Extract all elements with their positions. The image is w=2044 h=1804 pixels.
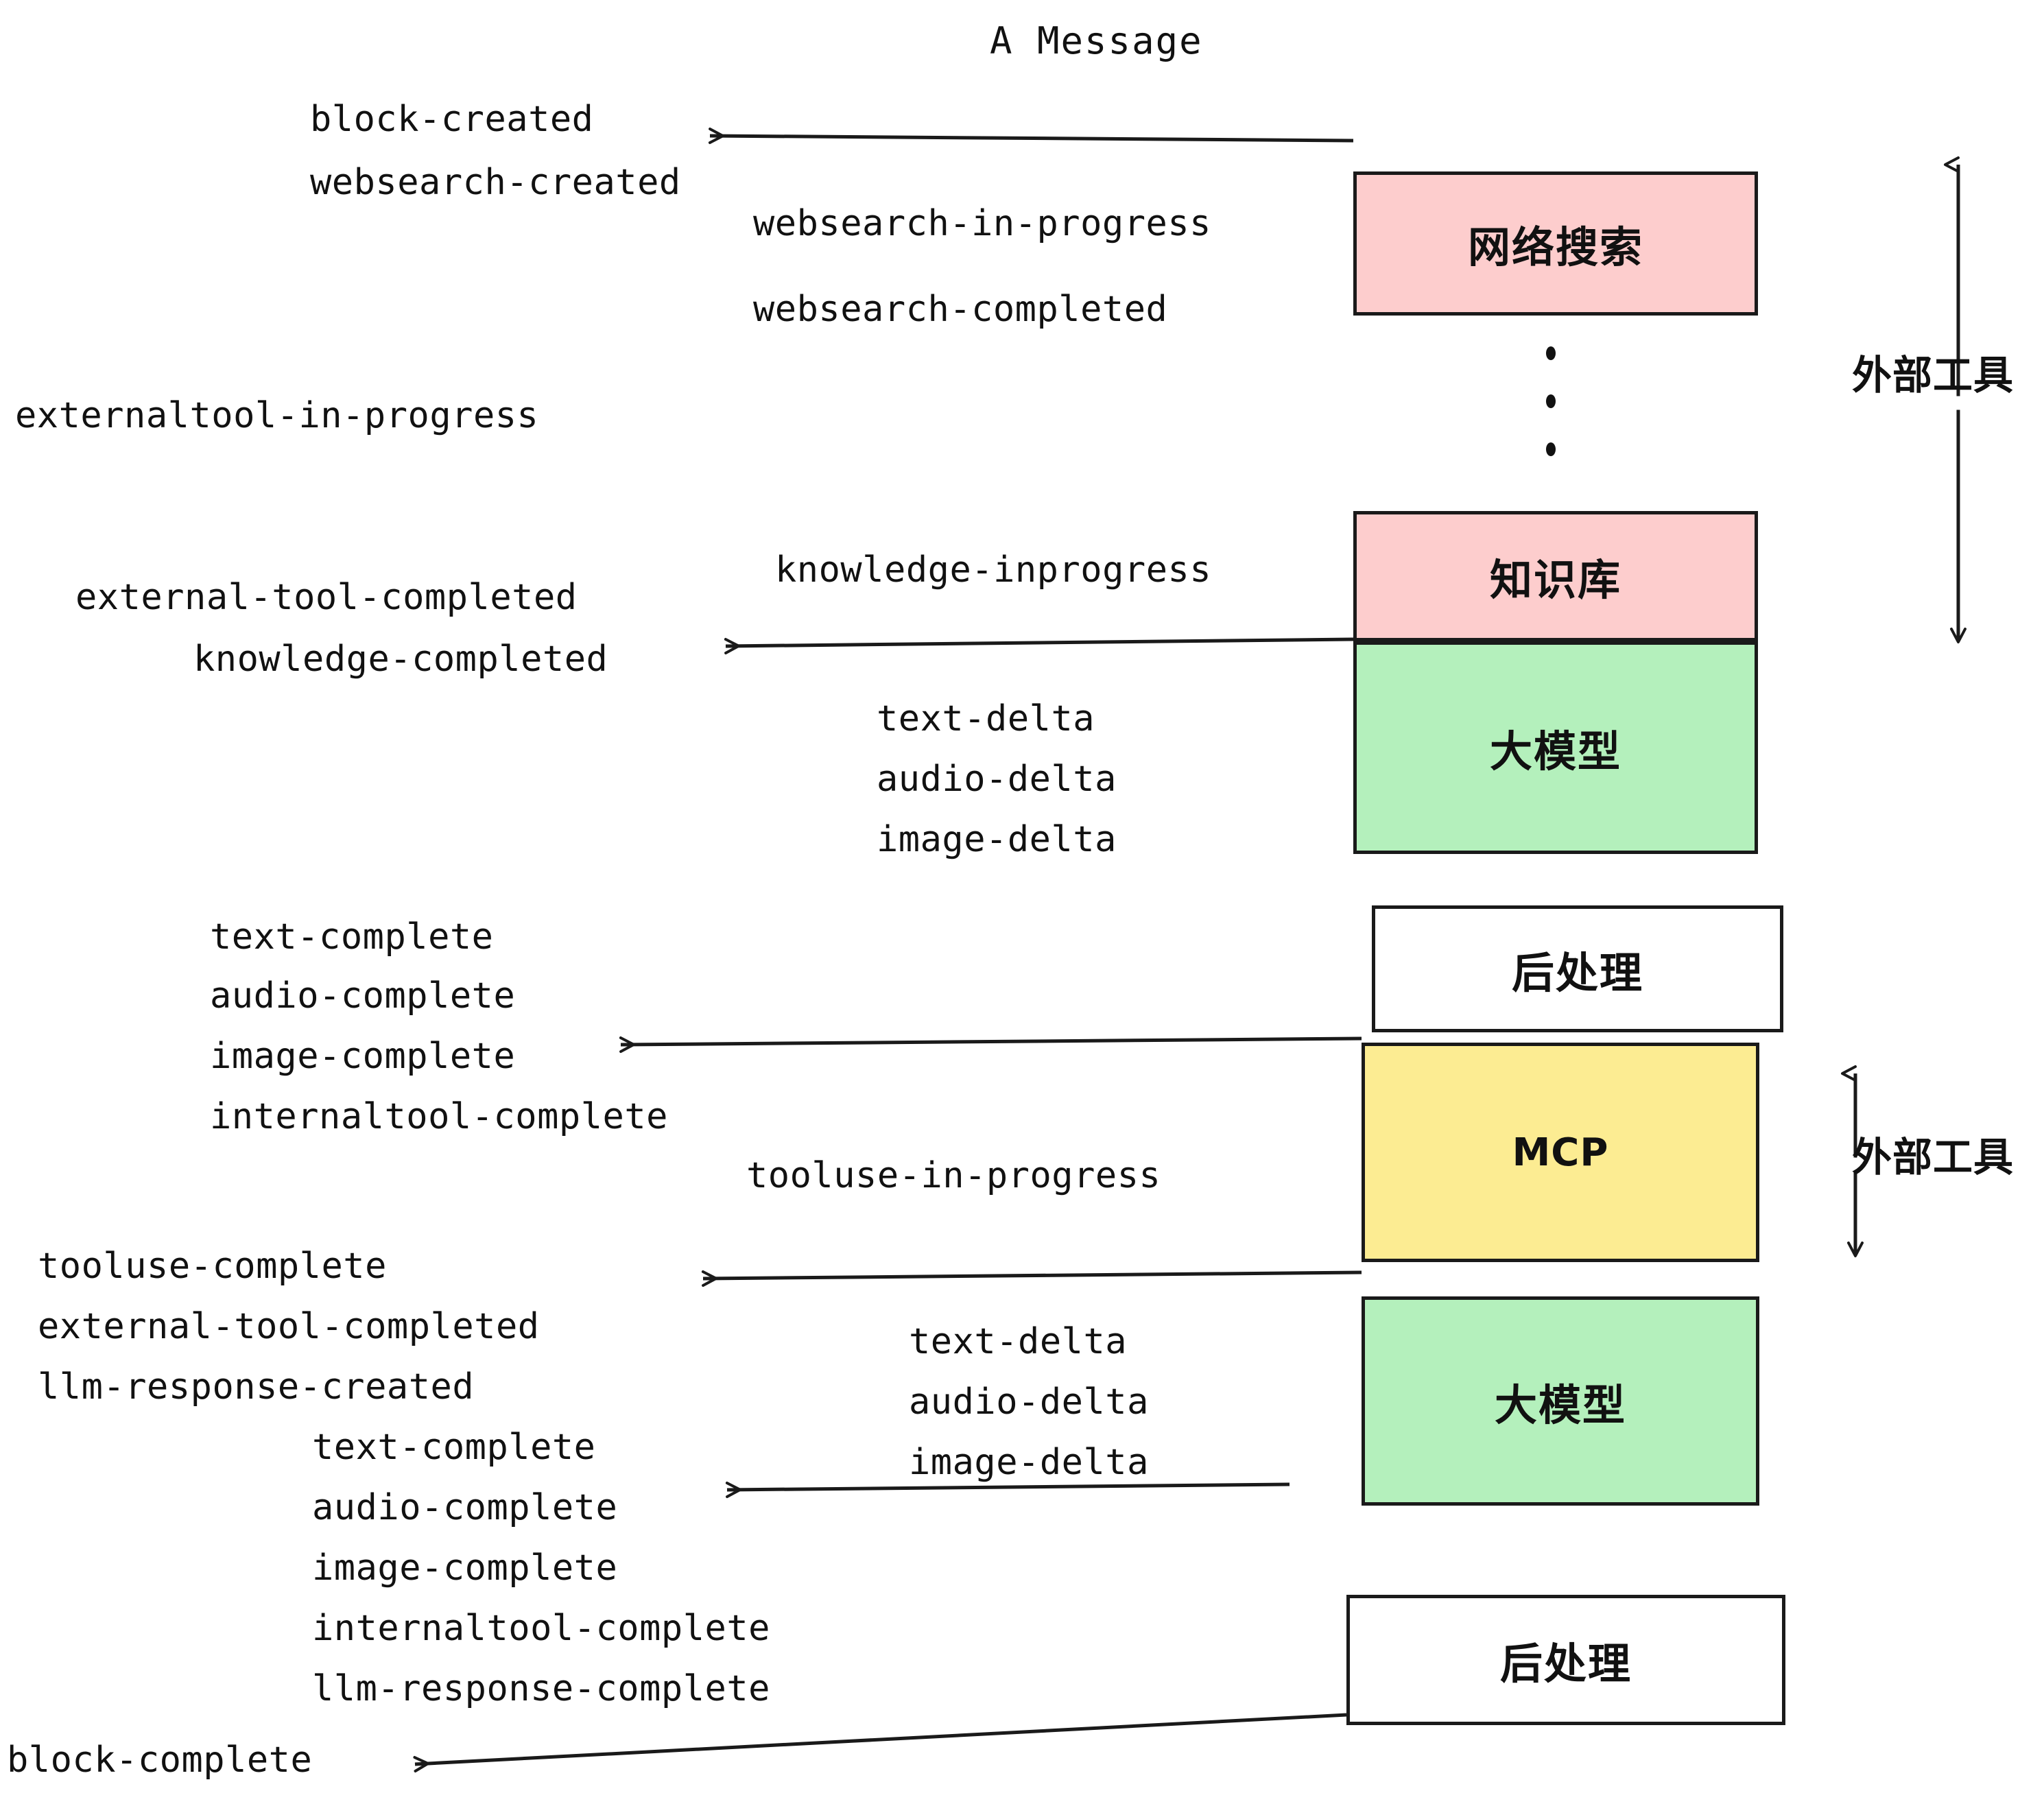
event-label-text-delta-1: text-delta	[877, 698, 1095, 739]
event-label-externaltool-in-progress: externaltool-in-progress	[15, 395, 539, 436]
event-label-block-created: block-created	[310, 99, 594, 140]
range-arrows	[1841, 156, 1966, 1257]
event-label-text-complete-1: text-complete	[210, 916, 494, 958]
event-label-internaltool-complete-1: internaltool-complete	[210, 1096, 668, 1137]
event-label-block-complete: block-complete	[7, 1740, 313, 1781]
process-box-knowledge[interactable]: 知识库	[1353, 511, 1758, 641]
event-label-image-complete-1: image-complete	[210, 1036, 516, 1077]
process-box-mcp[interactable]: MCP	[1362, 1043, 1759, 1262]
event-label-websearch-completed: websearch-completed	[753, 289, 1168, 330]
event-label-external-tool-completed-1: external-tool-completed	[75, 577, 578, 618]
event-label-tooluse-complete: tooluse-complete	[38, 1246, 387, 1287]
event-label-knowledge-inprogress: knowledge-inprogress	[775, 549, 1212, 591]
event-label-image-delta-1: image-delta	[877, 819, 1117, 860]
event-label-image-delta-2: image-delta	[909, 1442, 1149, 1483]
event-label-audio-delta-2: audio-delta	[909, 1381, 1149, 1423]
event-label-audio-complete-2: audio-complete	[312, 1487, 618, 1528]
process-box-llm-1[interactable]: 大模型	[1353, 641, 1758, 854]
event-label-internaltool-complete-2: internaltool-complete	[312, 1608, 770, 1649]
process-box-llm-2[interactable]: 大模型	[1362, 1296, 1759, 1506]
process-box-post-1[interactable]: 后处理	[1372, 905, 1783, 1032]
group-label-external-tools-top: 外部工具	[1852, 352, 2015, 399]
event-label-text-delta-2: text-delta	[909, 1321, 1128, 1362]
arrow-block-created	[708, 128, 1354, 144]
arrow-block-complete	[413, 1713, 1347, 1772]
event-label-knowledge-completed: knowledge-completed	[193, 639, 608, 680]
event-label-llm-response-complete: llm-response-complete	[312, 1668, 770, 1709]
event-label-text-complete-2: text-complete	[312, 1427, 596, 1468]
page-title: A Message	[990, 19, 1203, 62]
ellipsis-dot	[1546, 346, 1556, 360]
arrow-audio-complete	[725, 1482, 1290, 1498]
ellipsis-dot	[1546, 394, 1556, 408]
event-label-audio-delta-1: audio-delta	[877, 759, 1117, 800]
process-box-websearch[interactable]: 网络搜索	[1353, 171, 1758, 316]
event-label-external-tool-completed-2: external-tool-completed	[38, 1306, 540, 1347]
event-label-audio-complete-1: audio-complete	[210, 975, 516, 1017]
event-label-websearch-created: websearch-created	[310, 162, 681, 203]
group-label-external-tools-bottom: 外部工具	[1852, 1134, 2015, 1180]
event-label-tooluse-in-progress: tooluse-in-progress	[746, 1155, 1161, 1196]
vertical-ellipsis-icon	[1546, 346, 1556, 456]
arrow-knowledge-completed	[724, 637, 1354, 654]
arrow-tooluse-complete	[701, 1270, 1362, 1287]
event-label-llm-response-created: llm-response-created	[38, 1366, 475, 1408]
event-label-websearch-in-progress: websearch-in-progress	[753, 203, 1211, 244]
process-box-post-2[interactable]: 后处理	[1346, 1595, 1785, 1725]
ellipsis-dot	[1546, 442, 1556, 456]
arrow-image-complete	[619, 1036, 1362, 1053]
event-label-image-complete-2: image-complete	[312, 1547, 618, 1589]
